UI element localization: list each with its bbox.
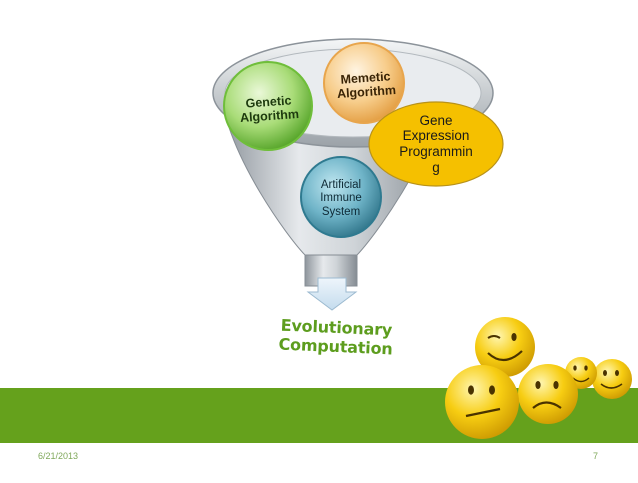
footer-date: 6/21/2013 xyxy=(38,451,79,461)
artificial-immune-system-label: Artificial Immune System xyxy=(320,179,362,218)
gene-expression-programming-bubble xyxy=(368,101,504,187)
smiley-sad-right xyxy=(518,364,578,424)
memetic-algorithm-bubble xyxy=(323,42,405,124)
genetic-algorithm-bubble xyxy=(223,61,313,151)
down-arrow-icon xyxy=(306,277,358,311)
genetic-algorithm-label: Genetic Algorithm xyxy=(239,93,300,126)
gene-expression-programming-label: Gene Expression Programmin g xyxy=(399,112,473,175)
smiley-winking xyxy=(475,317,535,377)
footer-page-number: 7 xyxy=(593,451,599,461)
artificial-immune-system-bubble xyxy=(300,156,382,238)
smiley-frowning-large xyxy=(445,365,519,439)
smiley-faces-group xyxy=(445,317,632,439)
smiley-small-right xyxy=(592,359,632,399)
